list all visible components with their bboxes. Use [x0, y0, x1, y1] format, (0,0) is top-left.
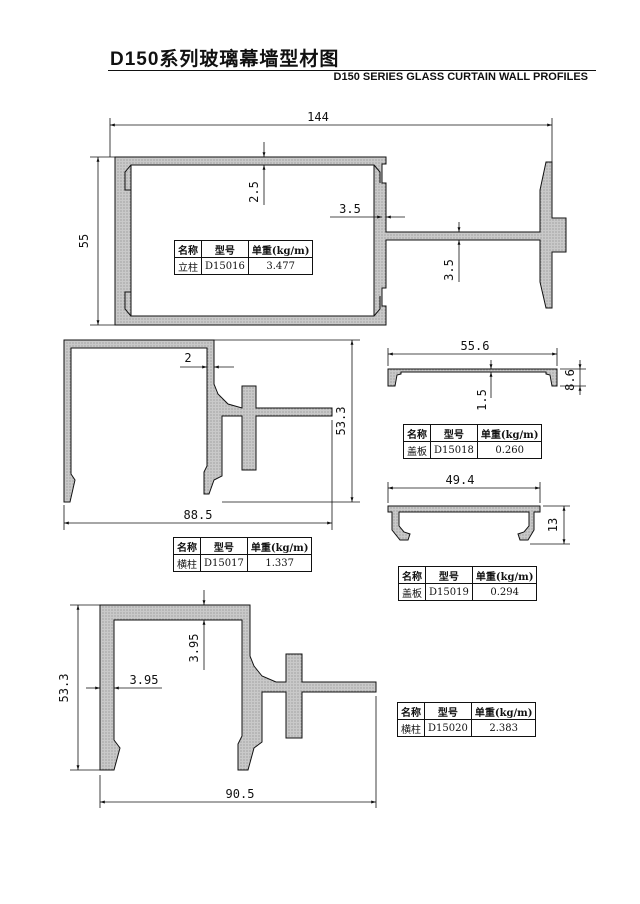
- header-weight: 单重(kg/m): [246, 537, 313, 555]
- profile-d15019-dimensions: [387, 482, 570, 545]
- header-name: 名称: [397, 702, 425, 720]
- dim-d15020-height: 53.3: [57, 674, 71, 703]
- dim-d15019-height: 13: [546, 518, 560, 532]
- profile-model: D15019: [425, 583, 473, 601]
- spec-header-row: 名称 型号 单重(kg/m): [403, 424, 543, 442]
- profile-weight: 0.294: [471, 583, 538, 601]
- header-weight: 单重(kg/m): [247, 240, 314, 258]
- profile-model: D15017: [200, 554, 248, 572]
- page-title: D150系列玻璃幕墙型材图: [110, 49, 340, 70]
- profile-weight: 2.383: [470, 719, 537, 737]
- dim-d15017-height: 53.3: [334, 407, 348, 436]
- dim-d15020-width: 90.5: [226, 787, 255, 801]
- dim-d15016-wall-c: 3.5: [442, 259, 456, 281]
- page-subtitle: D150 SERIES GLASS CURTAIN WALL PROFILES: [333, 71, 588, 83]
- dim-d15016-width: 144: [307, 110, 329, 124]
- header-model: 型号: [424, 702, 472, 720]
- profile-model: D15020: [424, 719, 472, 737]
- spec-value-row: 立柱 D15016 3.477: [174, 257, 314, 275]
- profile-d15019-section: [387, 505, 541, 541]
- dim-d15018-width: 55.6: [461, 339, 490, 353]
- header-name: 名称: [403, 424, 431, 442]
- dim-d15017-width: 88.5: [184, 508, 213, 522]
- spec-value-row: 横柱 D15020 2.383: [397, 719, 537, 737]
- dim-d15018-height: 8.6: [563, 369, 577, 391]
- header-name: 名称: [398, 566, 426, 584]
- header-model: 型号: [425, 566, 473, 584]
- spec-table-d15020: 名称 型号 单重(kg/m) 横柱 D15020 2.383: [397, 702, 537, 737]
- profile-d15016-inner-lips: [124, 164, 381, 317]
- profile-name: 盖板: [403, 441, 431, 459]
- profile-d15017-section: [63, 339, 333, 503]
- spec-header-row: 名称 型号 单重(kg/m): [173, 537, 313, 555]
- dim-d15019-width: 49.4: [446, 473, 475, 487]
- header-model: 型号: [200, 537, 248, 555]
- dim-d15020-wall-a: 3.95: [187, 634, 201, 663]
- dim-d15020-wall-b: 3.95: [130, 673, 159, 687]
- profile-model: D15018: [430, 441, 478, 459]
- spec-value-row: 横柱 D15017 1.337: [173, 554, 313, 572]
- profile-name: 立柱: [174, 257, 202, 275]
- dim-d15016-wall-b: 3.5: [339, 202, 361, 216]
- dim-d15016-wall-a: 2.5: [247, 181, 261, 203]
- header-weight: 单重(kg/m): [476, 424, 543, 442]
- spec-value-row: 盖板 D15018 0.260: [403, 441, 543, 459]
- profile-d15018-section: [387, 368, 558, 387]
- profile-name: 横柱: [397, 719, 425, 737]
- profile-d15020-dimensions: [70, 590, 377, 808]
- header-weight: 单重(kg/m): [470, 702, 537, 720]
- header-name: 名称: [173, 537, 201, 555]
- spec-table-d15016: 名称 型号 单重(kg/m) 立柱 D15016 3.477: [174, 240, 314, 275]
- spec-header-row: 名称 型号 单重(kg/m): [397, 702, 537, 720]
- header-model: 型号: [201, 240, 249, 258]
- spec-table-d15017: 名称 型号 单重(kg/m) 横柱 D15017 1.337: [173, 537, 313, 572]
- profile-weight: 1.337: [246, 554, 313, 572]
- spec-value-row: 盖板 D15019 0.294: [398, 583, 538, 601]
- profile-d15016-dimensions: [90, 118, 553, 326]
- header-weight: 单重(kg/m): [471, 566, 538, 584]
- profile-d15018-dimensions: [387, 348, 586, 398]
- spec-table-d15019: 名称 型号 单重(kg/m) 盖板 D15019 0.294: [398, 566, 538, 601]
- spec-table-d15018: 名称 型号 单重(kg/m) 盖板 D15018 0.260: [403, 424, 543, 459]
- header-name: 名称: [174, 240, 202, 258]
- profile-weight: 3.477: [247, 257, 314, 275]
- title-rule: [108, 70, 596, 71]
- profile-d15017-dimensions: [63, 339, 360, 530]
- profile-name: 横柱: [173, 554, 201, 572]
- profile-weight: 0.260: [476, 441, 543, 459]
- header-model: 型号: [430, 424, 478, 442]
- profile-d15020-section: [99, 604, 377, 771]
- dim-d15016-height: 55: [77, 234, 91, 248]
- dim-d15017-wall: 2: [184, 351, 191, 365]
- spec-header-row: 名称 型号 单重(kg/m): [398, 566, 538, 584]
- spec-header-row: 名称 型号 单重(kg/m): [174, 240, 314, 258]
- profile-model: D15016: [201, 257, 249, 275]
- dim-d15018-wall: 1.5: [475, 389, 489, 411]
- profile-name: 盖板: [398, 583, 426, 601]
